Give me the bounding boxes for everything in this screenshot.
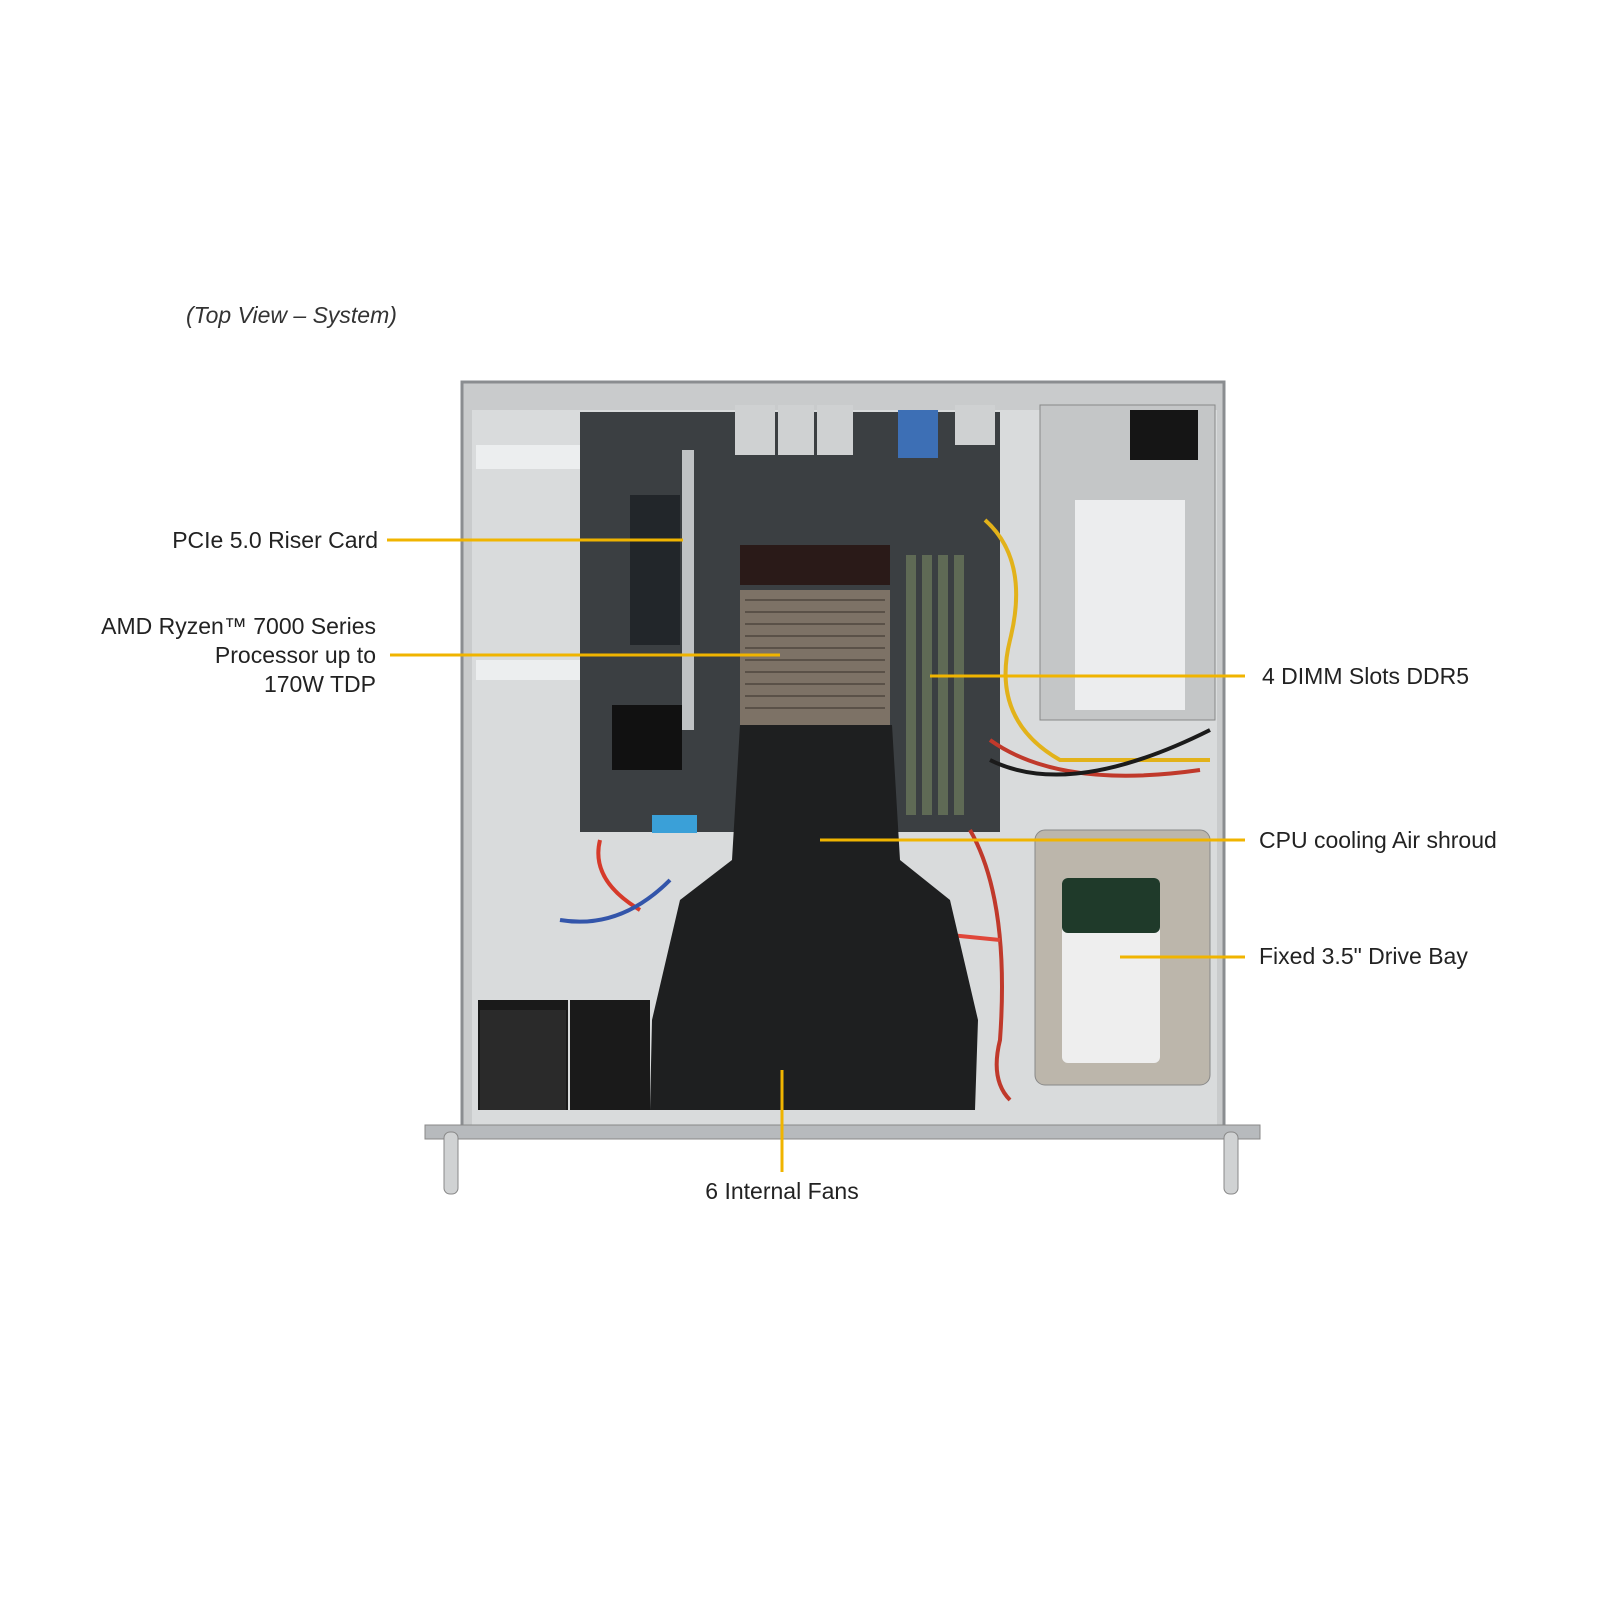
diagram-caption: (Top View – System) — [186, 302, 397, 328]
dimm-slots — [906, 555, 964, 815]
callout-dimm-slots: 4 DIMM Slots DDR5 — [1262, 663, 1470, 689]
cables — [559, 518, 1211, 1102]
callout-cpu-line3: 170W TDP — [263, 671, 376, 697]
callout-air-shroud: CPU cooling Air shroud — [1259, 827, 1497, 853]
riser-card — [630, 450, 694, 730]
leader-lines — [387, 538, 1245, 1172]
callout-riser-card: PCIe 5.0 Riser Card — [172, 527, 378, 553]
callout-fans: 6 Internal Fans — [705, 1178, 859, 1204]
cpu-heatsink — [740, 590, 890, 725]
callout-drive-bay: Fixed 3.5" Drive Bay — [1259, 943, 1468, 969]
power-supply — [1039, 404, 1216, 721]
callout-cpu-line2: Processor up to — [214, 642, 376, 668]
cpu-air-shroud — [650, 725, 978, 1110]
internal-fans — [478, 1000, 650, 1110]
callout-cpu-line1: AMD Ryzen™ 7000 Series — [101, 613, 376, 639]
